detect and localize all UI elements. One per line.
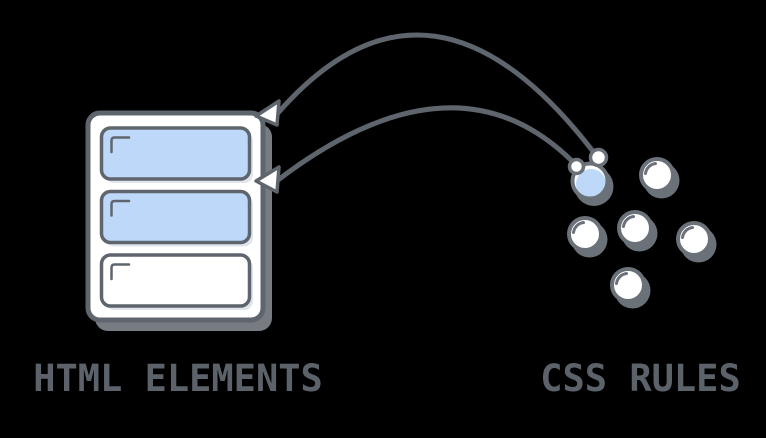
shine-icon — [622, 215, 635, 228]
corner-mark-icon — [110, 263, 131, 281]
mapping-arrow-2 — [275, 105, 580, 183]
connector-dot-icon — [567, 157, 586, 176]
css-rule-ball-5 — [610, 267, 651, 309]
shine-icon — [681, 226, 694, 239]
corner-mark-icon — [110, 199, 131, 217]
shine-icon — [615, 272, 628, 285]
corner-mark-icon — [110, 136, 131, 154]
arrowhead-icon — [254, 99, 281, 127]
html-elements-label: HTML ELEMENTS — [33, 357, 323, 400]
ball-body — [676, 221, 712, 257]
element-row-1 — [99, 126, 252, 181]
css-rule-ball-2 — [567, 216, 608, 258]
css-rule-ball-1 — [639, 157, 680, 199]
css-rule-ball-4 — [676, 221, 717, 263]
shine-icon — [572, 221, 585, 234]
css-rule-ball-3 — [617, 210, 658, 252]
ball-body — [639, 157, 675, 193]
mapping-arrows-group — [254, 32, 601, 194]
ball-ring — [570, 161, 610, 201]
ball-body — [617, 210, 653, 246]
element-row-3 — [99, 253, 252, 308]
element-row-2 — [99, 189, 252, 245]
ball-body — [567, 216, 603, 252]
mapping-arrow-1 — [275, 32, 601, 161]
css-rules-label: CSS RULES — [540, 357, 741, 400]
html-elements-group — [85, 110, 272, 331]
arrowhead-icon — [254, 165, 281, 194]
shine-icon — [644, 162, 657, 175]
css-rule-ball-active — [567, 147, 614, 206]
css-rules-group — [567, 147, 717, 309]
ball-blue-fill — [576, 169, 606, 199]
connector-dot-icon — [588, 147, 609, 168]
ball-body — [610, 267, 646, 303]
